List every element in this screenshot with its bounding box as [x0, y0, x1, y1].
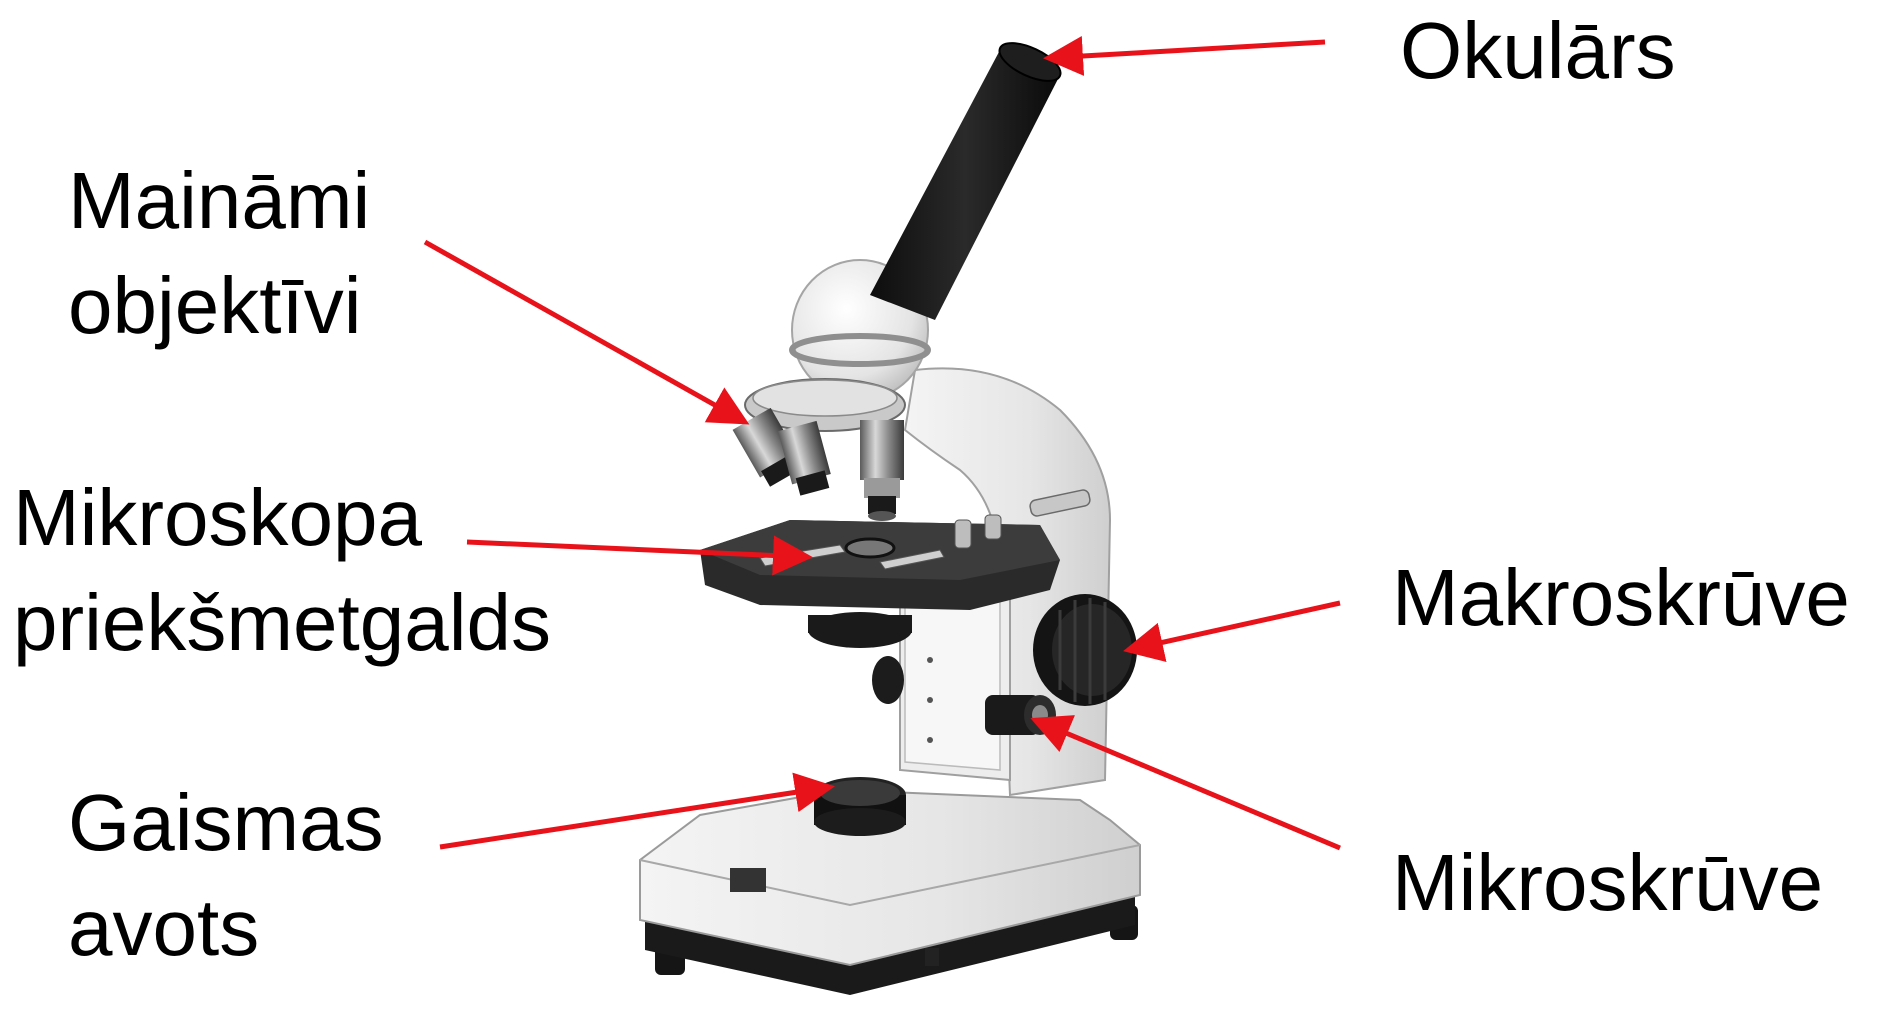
base-logo: [730, 868, 766, 892]
label-makroskruve: Makroskrūve: [1392, 553, 1850, 642]
label-objektivi-line2: objektīvi: [68, 261, 361, 350]
label-objektivi-line1: Maināmi: [68, 156, 370, 245]
eyepiece-tube: [870, 50, 1060, 320]
label-galds-line1: Mikroskopa: [13, 473, 423, 562]
label-gaismas-line2: avots: [68, 883, 259, 972]
arrow-objektivi: [425, 242, 745, 422]
fine-knob-left: [872, 656, 904, 704]
label-gaismas-line1: Gaismas: [68, 778, 384, 867]
fine-focus-knob: [985, 695, 1056, 735]
label-mikroskruve: Mikroskrūve: [1392, 838, 1823, 927]
arrow-makroskruve: [1128, 603, 1340, 650]
power-switch: [925, 948, 939, 966]
arrow-okulars: [1048, 42, 1325, 58]
label-galds-line2: priekšmetgalds: [13, 578, 551, 667]
microscope-illustration: [640, 35, 1140, 995]
coarse-focus-knob: [1033, 594, 1137, 706]
label-okulars: Okulārs: [1400, 6, 1676, 95]
